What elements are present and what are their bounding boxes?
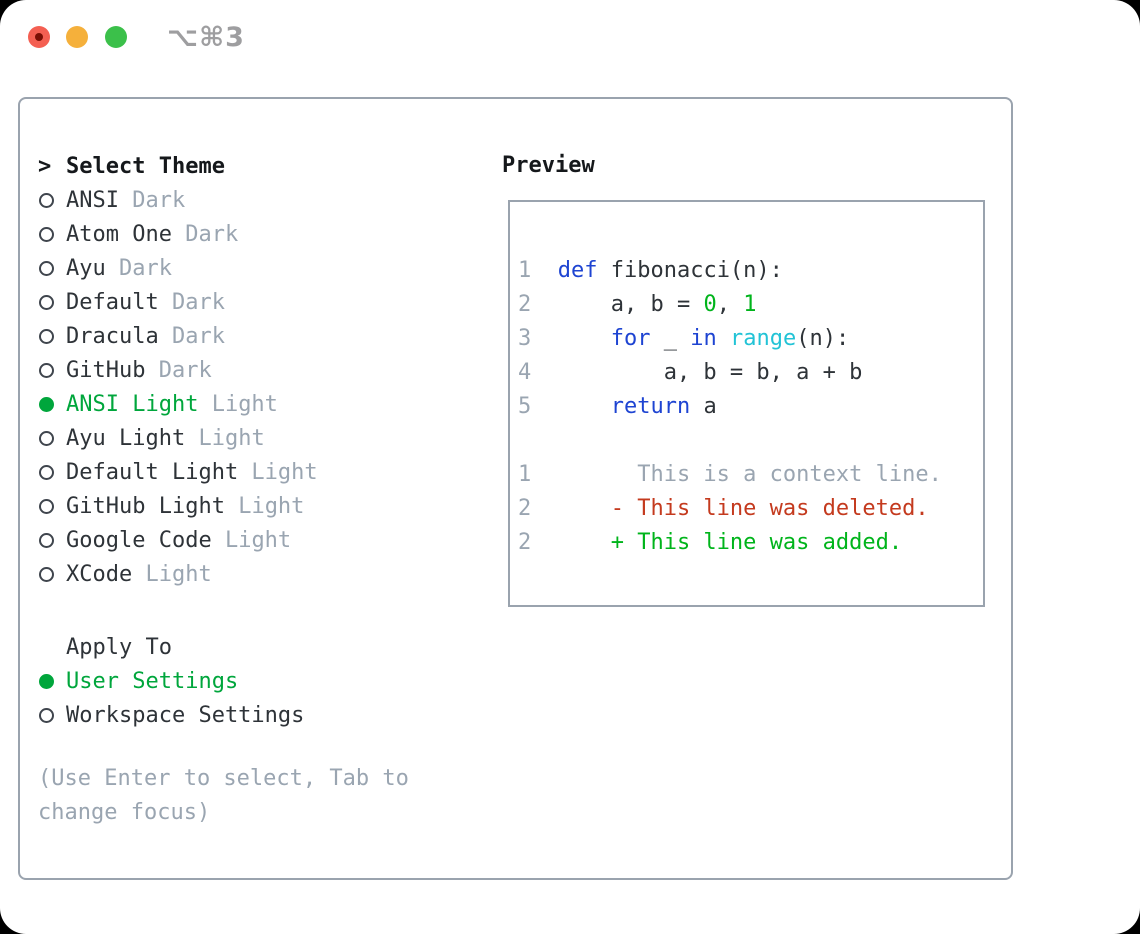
theme-variant-tag: Dark (158, 323, 225, 349)
theme-option-label: ANSI Light (66, 391, 199, 417)
theme-variant-tag: Light (238, 459, 318, 485)
preview-title: Preview (502, 153, 595, 178)
theme-list-heading: > Select Theme (38, 149, 318, 183)
theme-option-github-dark[interactable]: GitHub Dark (38, 353, 318, 387)
radio-icon (39, 362, 54, 378)
code-line: 4 a, b = b, a + b (518, 356, 983, 390)
apply-option-user-settings[interactable]: User Settings (38, 664, 304, 698)
theme-option-default-light[interactable]: Default Light Light (38, 455, 318, 489)
zoom-button[interactable] (105, 26, 127, 48)
line-number: 5 (518, 394, 532, 419)
focus-caret-icon: > (38, 153, 52, 179)
apply-to-heading: Apply To (38, 630, 304, 664)
theme-option-dracula-dark[interactable]: Dracula Dark (38, 319, 318, 353)
theme-option-label: GitHub (66, 357, 146, 383)
line-number: 2 (518, 292, 532, 317)
radio-icon (39, 566, 54, 582)
code-line: 2 + This line was added. (518, 526, 983, 560)
theme-option-ansi-light[interactable]: ANSI Light Light (38, 387, 318, 421)
theme-variant-tag: Dark (158, 289, 225, 315)
theme-option-label: GitHub Light (66, 493, 225, 519)
line-number: 2 (518, 496, 532, 521)
theme-option-ayu-light[interactable]: Ayu Light Light (38, 421, 318, 455)
code-line: 3 for _ in range(n): (518, 322, 983, 356)
theme-option-label: XCode (66, 561, 133, 587)
line-number: 2 (518, 530, 532, 555)
code-line: 5 return a (518, 390, 983, 424)
theme-variant-tag: Dark (105, 255, 172, 281)
line-number: 1 (518, 462, 532, 487)
radio-icon (39, 260, 54, 276)
theme-option-label: Google Code (66, 527, 212, 553)
theme-option-label: Default Light (66, 459, 239, 485)
theme-variant-tag: Light (132, 561, 212, 587)
theme-option-ansi-dark[interactable]: ANSI Dark (38, 183, 318, 217)
code-line: 2 - This line was deleted. (518, 492, 983, 526)
line-number: 4 (518, 360, 532, 385)
radio-icon (39, 464, 54, 480)
code-line (518, 424, 983, 458)
theme-option-label: Ayu (66, 255, 106, 281)
theme-option-atom-one-dark[interactable]: Atom One Dark (38, 217, 318, 251)
unsaved-dot-icon (35, 33, 43, 41)
code-line: 1 This is a context line. (518, 458, 983, 492)
theme-option-label: ANSI (66, 187, 119, 213)
theme-option-label: Dracula (66, 323, 159, 349)
theme-option-github-light[interactable]: GitHub Light Light (38, 489, 318, 523)
radio-icon (39, 430, 54, 446)
theme-option-ayu-dark[interactable]: Ayu Dark (38, 251, 318, 285)
theme-variant-tag: Dark (118, 187, 186, 213)
radio-icon (39, 192, 54, 208)
close-button[interactable] (28, 26, 50, 48)
apply-to-title: Apply To (66, 634, 172, 660)
keyboard-hint: (Use Enter to select, Tab to change focu… (38, 766, 409, 825)
theme-option-label: Ayu Light (66, 425, 186, 451)
theme-variant-tag: Dark (145, 357, 212, 383)
radio-icon (39, 226, 54, 242)
theme-option-default-dark[interactable]: Default Dark (38, 285, 318, 319)
theme-option-xcode[interactable]: XCode Light (38, 557, 318, 591)
theme-variant-tag: Dark (171, 221, 239, 247)
apply-option-workspace-settings[interactable]: Workspace Settings (38, 698, 304, 732)
radio-selected-icon (39, 396, 54, 412)
apply-option-label: Workspace Settings (66, 702, 305, 728)
theme-variant-tag: Light (211, 527, 292, 553)
apply-option-label: User Settings (66, 668, 239, 694)
theme-option-label: Atom One (66, 221, 172, 247)
radio-icon (39, 498, 54, 514)
theme-variant-tag: Light (185, 425, 265, 451)
minimize-button[interactable] (66, 26, 88, 48)
radio-icon (39, 532, 54, 548)
theme-option-label: Default (66, 289, 159, 315)
theme-variant-tag: Light (224, 493, 305, 519)
radio-selected-icon (39, 673, 54, 689)
code-line: 2 a, b = 0, 1 (518, 288, 983, 322)
line-number: 3 (518, 326, 532, 351)
line-number: 1 (518, 258, 532, 283)
theme-variant-tag: Light (198, 391, 278, 417)
theme-option-google-code[interactable]: Google Code Light (38, 523, 318, 557)
radio-icon (39, 328, 54, 344)
radio-icon (39, 294, 54, 310)
window-title: ⌥⌘3 (167, 22, 245, 53)
title-bar: ⌥⌘3 (0, 0, 1140, 74)
theme-list-title: Select Theme (66, 153, 225, 179)
radio-icon (39, 707, 54, 723)
